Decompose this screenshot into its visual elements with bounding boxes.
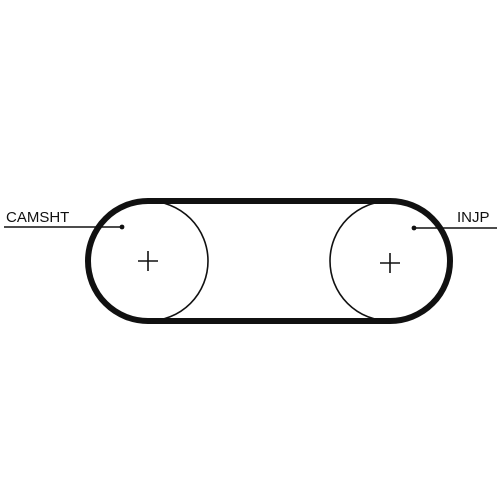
camshaft-pulley — [87, 200, 209, 322]
camshaft-leader-dot — [119, 224, 125, 230]
injection-pump-callout: INJP — [411, 209, 497, 231]
camshaft-pulley-circle — [87, 200, 209, 322]
camshaft-label: CAMSHT — [6, 209, 69, 226]
injection-pump-leader-dot — [411, 225, 417, 231]
injection-pump-pulley-circle — [329, 200, 451, 322]
injection-pump-label: INJP — [457, 209, 490, 226]
camshaft-callout: CAMSHT — [4, 209, 125, 230]
injection-pump-pulley — [329, 200, 451, 322]
